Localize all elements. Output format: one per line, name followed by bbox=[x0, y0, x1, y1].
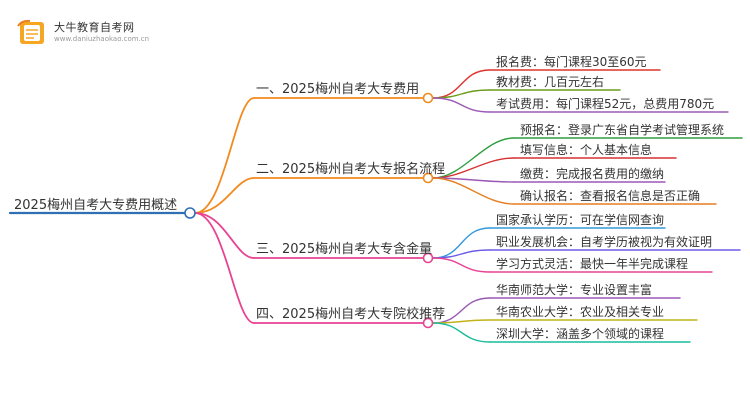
root-toggle[interactable] bbox=[184, 207, 196, 219]
branch-toggle[interactable] bbox=[422, 252, 434, 264]
branch-link bbox=[194, 177, 255, 214]
branch-link bbox=[194, 212, 255, 259]
leaf-topic: 职业发展机会：自考学历被视为有效证明 bbox=[496, 235, 713, 249]
leaf-topic: 深圳大学：涵盖多个领域的课程 bbox=[496, 327, 665, 341]
leaf-topic: 预报名：登录广东省自学考试管理系统 bbox=[520, 123, 725, 137]
branch-topic: 三、2025梅州自考大专含金量 bbox=[256, 242, 433, 257]
branch-link bbox=[194, 212, 255, 324]
leaf-link bbox=[432, 97, 491, 113]
logo-title: 大牛教育自考网 bbox=[54, 21, 135, 34]
leaf-topic: 缴费：完成报名费用的缴纳 bbox=[520, 167, 665, 181]
logo-subtitle: www.daniuzhaokao.com.cn bbox=[54, 35, 150, 43]
leaf-topic: 填写信息：个人基本信息 bbox=[520, 143, 653, 157]
leaf-topic: 教材费：几百元左右 bbox=[496, 75, 605, 89]
branch-link bbox=[194, 97, 255, 214]
leaf-topic: 报名费：每门课程30至60元 bbox=[496, 55, 647, 69]
logo: 大牛教育自考网 www.daniuzhaokao.com.cn bbox=[16, 16, 216, 50]
root-topic: 2025梅州自考大专费用概述 bbox=[14, 198, 178, 213]
branch-topic: 四、2025梅州自考大专院校推荐 bbox=[256, 307, 446, 322]
branch-topic: 一、2025梅州自考大专费用 bbox=[256, 82, 420, 97]
leaf-link bbox=[432, 322, 491, 343]
leaf-topic: 华南师范大学：专业设置丰富 bbox=[496, 283, 653, 297]
leaf-topic: 国家承认学历：可在学信网查询 bbox=[496, 213, 665, 227]
book-logo-icon bbox=[17, 19, 44, 44]
branch-toggle[interactable] bbox=[422, 92, 434, 104]
leaf-link bbox=[432, 157, 515, 179]
leaf-link bbox=[432, 257, 491, 273]
leaf-topic: 华南农业大学：农业及相关专业 bbox=[496, 305, 665, 319]
leaf-link bbox=[432, 177, 515, 205]
leaf-topic: 考试费用：每门课程52元，总费用780元 bbox=[496, 97, 715, 111]
branch-toggle[interactable] bbox=[422, 172, 434, 184]
branch-toggle[interactable] bbox=[422, 317, 434, 329]
leaf-topic: 学习方式灵活：最快一年半完成课程 bbox=[496, 257, 689, 271]
branch-topic: 二、2025梅州自考大专报名流程 bbox=[256, 162, 446, 177]
leaf-topic: 确认报名：查看报名信息是否正确 bbox=[520, 189, 701, 203]
leaf-link bbox=[432, 137, 515, 179]
